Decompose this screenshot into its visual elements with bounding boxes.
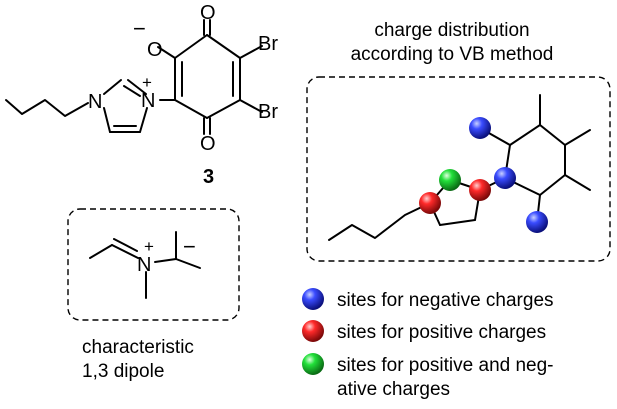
legend-both-swatch [302, 353, 324, 375]
dipole-bonds [89, 231, 201, 299]
dipole-caption-line1: characteristic [82, 337, 194, 358]
dipole-nitrogen-label: N [137, 254, 151, 276]
nitrogen-plus-label: N [141, 90, 155, 112]
imidazolium-ring-bonds [103, 79, 148, 133]
bromine-top-label: Br [258, 33, 278, 55]
molecule-3: O − O O Br Br N + N 3 [5, 2, 278, 188]
legend-positive-label: sites for positive charges [337, 322, 546, 343]
legend-positive-swatch [302, 320, 324, 342]
legend-item-both: sites for positive and neg- ative charge… [302, 353, 554, 400]
site-positive-and-negative [439, 169, 461, 191]
legend: sites for negative charges sites for pos… [302, 288, 554, 400]
plus-charge: + [142, 73, 152, 92]
site-negative-3 [526, 211, 548, 233]
dipole-minus-charge: − [183, 234, 196, 259]
vb-skeleton [328, 94, 591, 241]
c-br-top-bond [239, 45, 263, 59]
panel-title-line1: charge distribution [374, 20, 529, 41]
panel-title-line2: according to VB method [351, 44, 554, 65]
site-negative-2 [494, 167, 516, 189]
legend-item-negative: sites for negative charges [302, 288, 554, 311]
dipole-panel: N + − characteristic 1,3 dipole [67, 208, 240, 382]
legend-both-label-line1: sites for positive and neg- [337, 355, 554, 376]
oxygen-bottom-label: O [200, 133, 216, 155]
bromine-bottom-label: Br [258, 101, 278, 123]
oxygen-top-label: O [200, 2, 216, 24]
quinone-ring-bonds [174, 34, 241, 119]
charge-panel-frame [306, 76, 611, 262]
oxygen-minus-label: O [147, 39, 163, 61]
nitrogen-label: N [88, 91, 102, 113]
carbonyl-bonds [203, 19, 211, 135]
legend-item-positive: sites for positive charges [302, 320, 546, 343]
minus-charge: − [133, 16, 146, 41]
dipole-panel-frame [67, 208, 240, 321]
butyl-chain [5, 99, 89, 117]
charge-distribution-panel: charge distribution according to VB meth… [306, 20, 611, 262]
site-negative-1 [469, 117, 491, 139]
site-positive-1 [469, 179, 491, 201]
dipole-caption-line2: 1,3 dipole [82, 361, 164, 382]
c-br-bottom-bond [239, 99, 263, 113]
c-o-minus-bond [157, 46, 176, 59]
legend-negative-swatch [302, 288, 324, 310]
legend-negative-label: sites for negative charges [337, 290, 554, 311]
dipole-plus-charge: + [144, 237, 154, 256]
legend-both-label-line2: ative charges [337, 379, 450, 400]
site-positive-2 [419, 192, 441, 214]
compound-number: 3 [203, 166, 214, 188]
